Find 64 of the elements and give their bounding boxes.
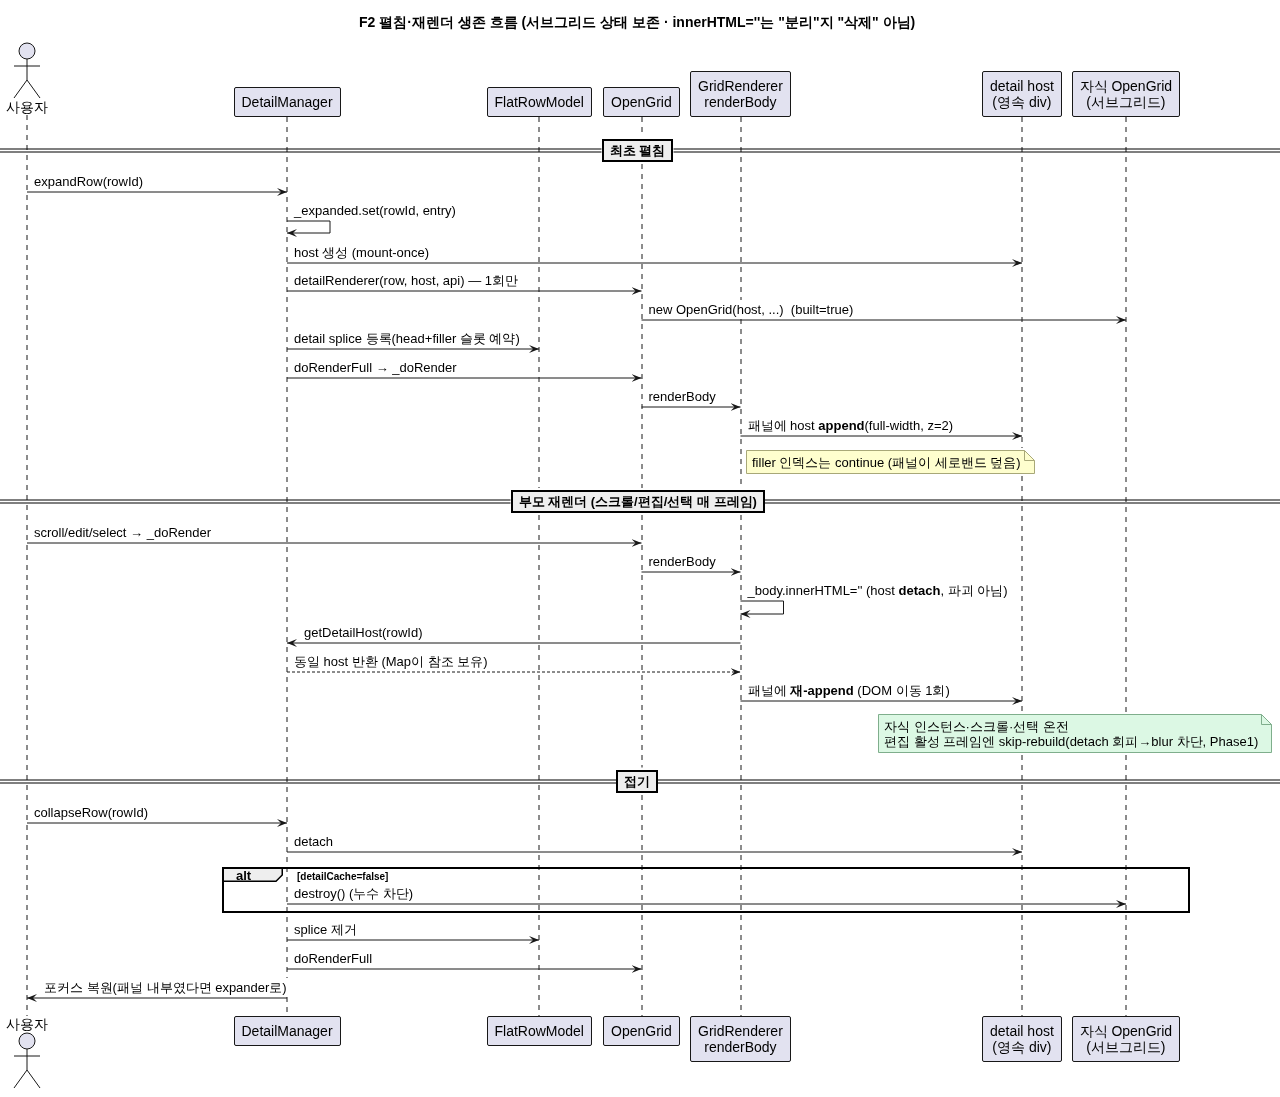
message-arrow xyxy=(286,900,1127,908)
diagram-title: F2 펼침·재렌더 생존 흐름 (서브그리드 상태 보존 · innerHTML=''는 "분리"지 "삭제" 아님) xyxy=(359,14,916,31)
message-label: collapseRow(rowId) xyxy=(34,805,149,820)
participant-box: detail host (영속 div) xyxy=(982,71,1062,117)
actor-label: 사용자 xyxy=(6,1016,48,1032)
section-box: 최초 펼침 xyxy=(601,139,674,162)
note: filler 인덱스는 continue (패널이 세로밴드 덮음) xyxy=(746,450,1035,474)
message-arrow xyxy=(740,432,1023,440)
participant-box: FlatRowModel xyxy=(486,87,592,117)
participant-box: OpenGrid xyxy=(603,87,680,117)
section-box: 접기 xyxy=(616,769,658,793)
message-arrow xyxy=(26,539,642,547)
message-label: detail splice 등록(head+filler 슬롯 예약) xyxy=(294,331,520,346)
message-arrow xyxy=(286,936,540,944)
message-label: 동일 host 반환 (Map이 참조 보유) xyxy=(294,654,488,669)
message-label: 포커스 복원(패널 내부였다면 expander로) xyxy=(44,980,287,995)
message-arrow xyxy=(286,220,331,237)
message-label: renderBody xyxy=(648,389,716,404)
message-arrow xyxy=(740,600,784,618)
message-arrow xyxy=(286,965,642,973)
message-label: _expanded.set(rowId, entry) xyxy=(294,203,456,218)
message-arrow xyxy=(26,188,288,196)
message-arrow xyxy=(26,819,288,827)
participant-box: GridRenderer renderBody xyxy=(690,71,791,117)
message-arrow xyxy=(641,403,741,411)
message-arrow xyxy=(740,697,1023,705)
message-label: expandRow(rowId) xyxy=(34,174,144,189)
guard-condition: [detailCache=false] xyxy=(297,871,389,883)
message-arrow xyxy=(286,287,642,295)
message-label: scroll/edit/select → _doRender xyxy=(34,525,212,540)
participant-box: GridRenderer renderBody xyxy=(690,1016,791,1062)
message-arrow xyxy=(26,994,288,1002)
participant-box: FlatRowModel xyxy=(486,1016,592,1046)
message-label: splice 제거 xyxy=(294,922,357,937)
message-arrow xyxy=(286,259,1023,267)
message-label: detach xyxy=(294,834,334,849)
frame-tab: alt xyxy=(224,869,283,882)
message-label: _body.innerHTML='' (host detach, 파괴 아님) xyxy=(747,583,1008,598)
participant-box: 자식 OpenGrid (서브그리드) xyxy=(1071,1016,1181,1062)
message-arrow xyxy=(286,345,540,353)
message-arrow xyxy=(286,374,642,382)
participant-box: DetailManager xyxy=(233,87,341,117)
participant-box: 자식 OpenGrid (서브그리드) xyxy=(1071,71,1181,117)
participant-box: DetailManager xyxy=(233,1016,341,1046)
participant-box: OpenGrid xyxy=(603,1016,680,1046)
message-arrow xyxy=(286,668,741,676)
message-label: renderBody xyxy=(648,554,716,569)
message-label: host 생성 (mount-once) xyxy=(294,245,430,260)
message-label: 패널에 host append(full-width, z=2) xyxy=(747,418,954,433)
message-label: new OpenGrid(host, ...) (built=true) xyxy=(648,302,854,317)
message-arrow xyxy=(286,639,741,647)
section-box: 부모 재렌더 (스크롤/편집/선택 매 프레임) xyxy=(510,490,765,513)
message-arrow xyxy=(641,316,1127,324)
participant-box: detail host (영속 div) xyxy=(982,1016,1062,1062)
message-label: getDetailHost(rowId) xyxy=(304,625,423,640)
message-label: doRenderFull xyxy=(294,951,373,966)
note: 자식 인스턴스·스크롤·선택 온전 편집 활성 프레임엔 skip-rebuild(detach 회피→blur 차단, Phase1) xyxy=(878,714,1273,753)
message-label: destroy() (누수 차단) xyxy=(294,886,414,901)
message-arrow xyxy=(641,568,741,576)
actor-label: 사용자 xyxy=(6,99,48,115)
message-label: doRenderFull → _doRender xyxy=(294,360,457,375)
message-label: 패널에 재-append (DOM 이동 1회) xyxy=(747,683,950,698)
message-label: detailRenderer(row, host, api) — 1회만 xyxy=(294,273,518,288)
message-arrow xyxy=(286,848,1023,856)
